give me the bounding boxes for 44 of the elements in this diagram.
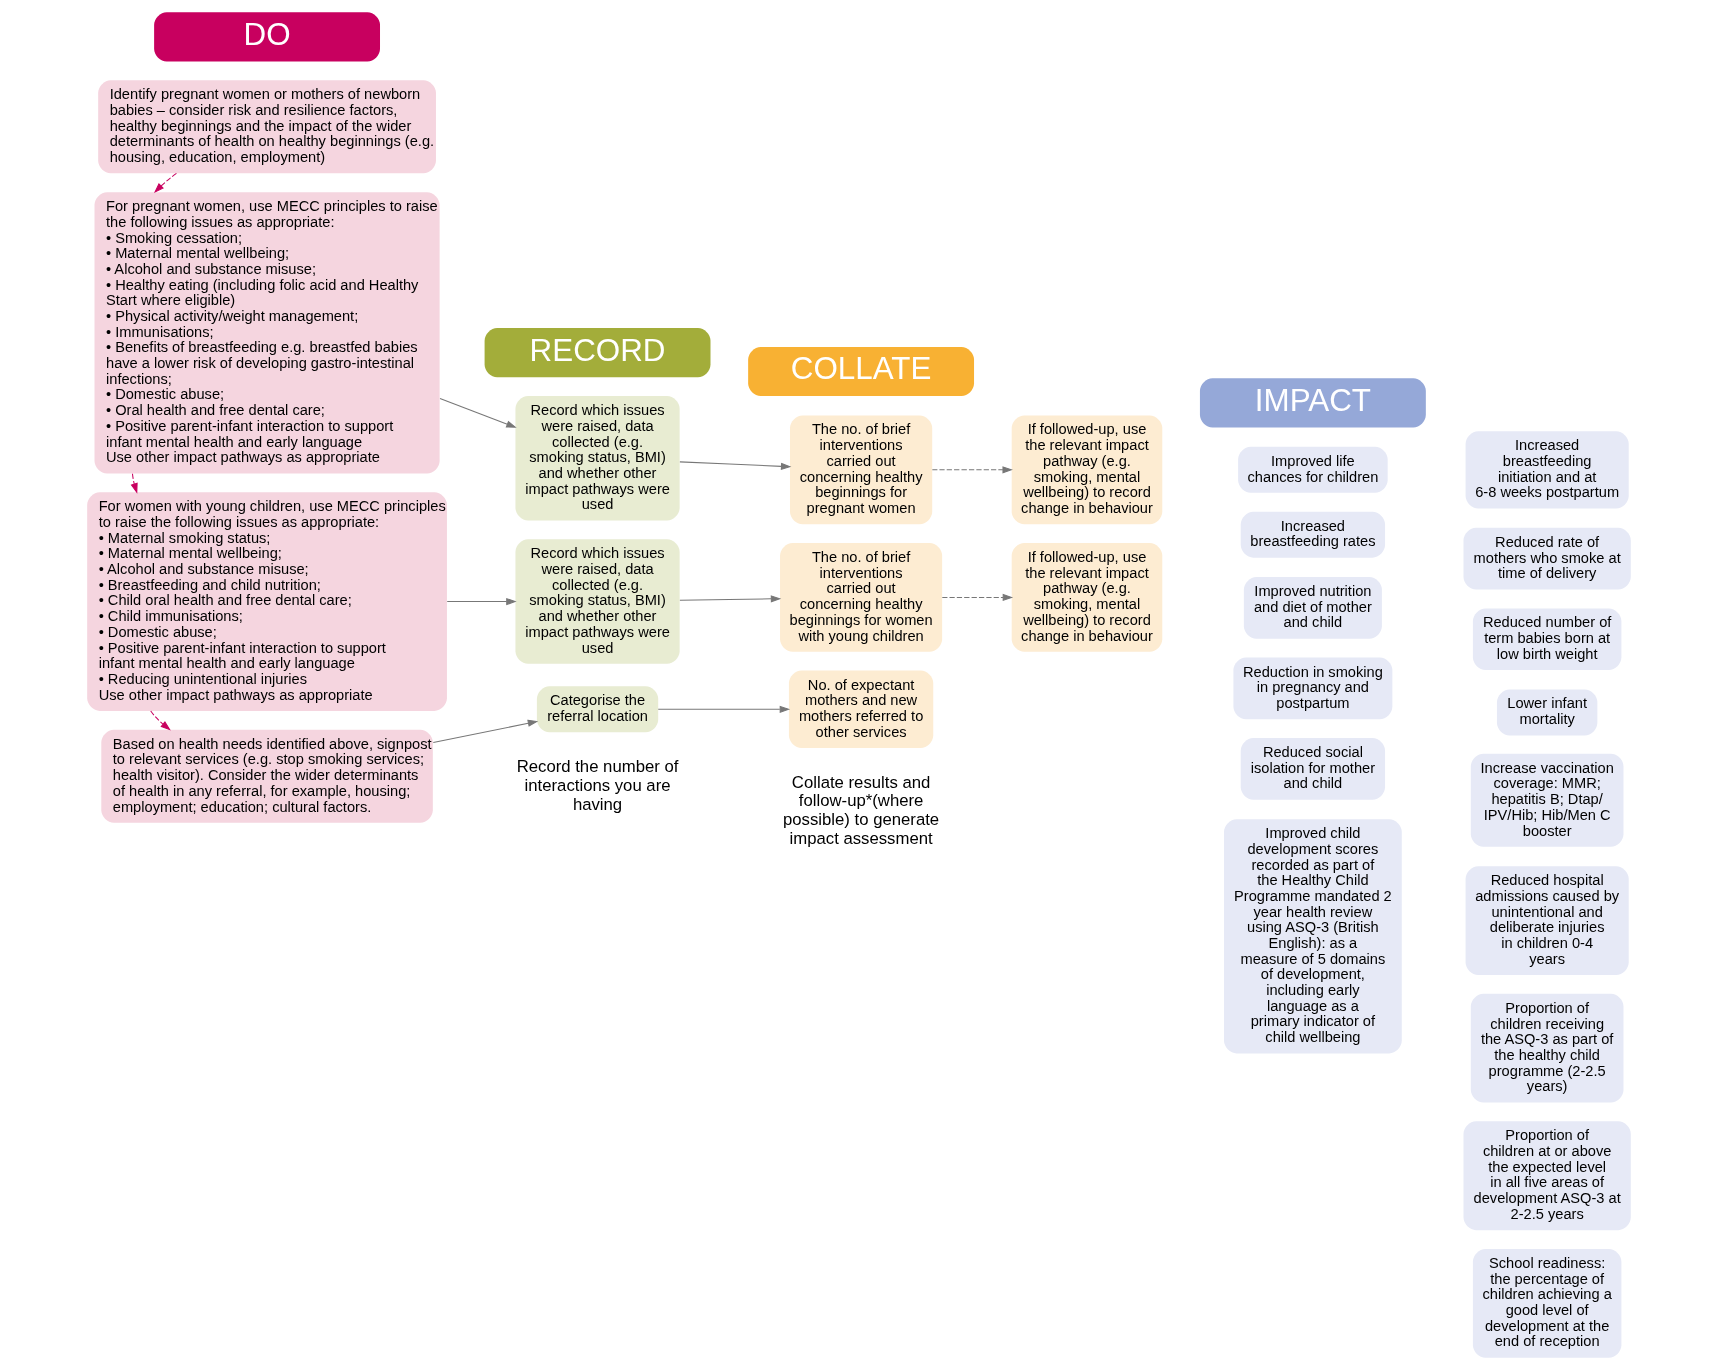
node-box: IMPACT <box>1199 378 1426 428</box>
node-box: Increased breastfeeding initiation and at 6-8 weeks postpartum <box>1465 431 1629 509</box>
node-box: For women with young children, use MECC principles to raise the following issues as appropriate: • Maternal smoking status; • Maternal mental wellbeing; • Alcohol and substance misuse; • Breastfeeding and child nutrition; • Child oral health and free dental care; • Child immunisations; • Domestic abuse; • Positive parent-infant interaction to support infant mental health and early language • Reducing unintentional injuries Use other impact pathways as appropriate <box>86 492 447 711</box>
arrow <box>678 595 781 603</box>
node-box: If followed-up, use the relevant impact pathway (e.g. smoking, mental wellbeing) to record change in behaviour <box>1011 543 1162 652</box>
node-box: Reduced hospital admissions caused by unintentional and deliberate injuries in children 0-4 years <box>1465 866 1629 975</box>
node-box: No. of expectant mothers and new mothers referred to other services <box>788 670 933 748</box>
node-box: Proportion of children receiving the ASQ-3 as part of the healthy child programme (2-2.5 years) <box>1470 993 1623 1103</box>
node-box: Lower infant mortality <box>1496 689 1597 736</box>
node-box: If followed-up, use the relevant impact pathway (e.g. smoking, mental wellbeing) to record change in behaviour <box>1011 415 1162 525</box>
node-box: DO <box>153 12 380 62</box>
node-box: Increased breastfeeding rates <box>1240 511 1385 558</box>
node-box: Increase vaccination coverage: MMR; hepatitis B; Dtap/ IPV/Hib; Hib/Men C booster <box>1470 753 1623 847</box>
node-box: RECORD <box>484 328 710 378</box>
arrow <box>149 710 171 731</box>
arrow <box>438 398 517 428</box>
arrow <box>432 719 538 744</box>
arrow <box>941 593 1013 602</box>
arrow <box>130 473 138 494</box>
node-box: Reduced number of term babies born at low birth weight <box>1472 608 1621 671</box>
node-box: COLLATE <box>747 346 974 397</box>
node-box: For pregnant women, use MECC principles to raise the following issues as appropriate: • Smoking cessation; • Maternal mental wellbeing; • Alcohol and substance misuse; • Healthy eating (including folic acid and Healthy Start where eligible) • Physical activity/weight management; • Immunisations; • Benefits of breastfeeding e.g. breastfed babies have a lower risk of developing gastro-intestinal infections; • Domestic abuse; • Oral health and free dental care; • Positive parent-infant interaction to support infant mental health and early language Use other impact pathways as appropriate <box>94 192 440 474</box>
node-box: Improved child development scores recorded as part of the Healthy Child Programme mandated 2 year health review using ASQ-3 (British English): as a measure of 5 domains of development, including early language as a primary indicator of child wellbeing <box>1223 819 1402 1054</box>
node-box: Based on health needs identified above, signpost to relevant services (e.g. stop smoking services; health visitor). Consider the wider determinants of health in any referral, for example, housing; employment; education; cultural factors. <box>100 729 433 823</box>
node-box: Reduced social isolation for mother and child <box>1240 738 1385 800</box>
node-box: Identify pregnant women or mothers of newborn babies – consider risk and resilience factors, healthy beginnings and the impact of the wider determinants of health on healthy beginnings (e.g. housing, education, employment) <box>97 80 436 174</box>
arrow <box>153 172 177 194</box>
node-box: School readiness: the percentage of children achieving a good level of development at the end of reception <box>1472 1248 1621 1358</box>
node-box: The no. of brief interventions carried out concerning healthy beginnings for women with young children <box>779 543 942 652</box>
arrow <box>446 597 517 606</box>
node-box: The no. of brief interventions carried out concerning healthy beginnings for pregnant women <box>789 415 932 525</box>
arrow <box>678 461 791 470</box>
node-box: Reduction in smoking in pregnancy and postpartum <box>1232 657 1392 720</box>
arrow <box>931 466 1013 474</box>
label: Collate results and follow-up*(where possible) to generate impact assessment <box>782 772 939 849</box>
node-box: Reduced rate of mothers who smoke at time of delivery <box>1463 527 1631 590</box>
node-box: Categorise the referral location <box>536 686 658 733</box>
node-box: Proportion of children at or above the expected level in all five areas of development ASQ-3 at 2-2.5 years <box>1463 1121 1631 1231</box>
arrow <box>657 705 790 713</box>
node-box: Record which issues were raised, data collected (e.g. smoking status, BMI) and whether other impact pathways were used <box>514 396 680 521</box>
node-box: Improved life chances for children <box>1237 446 1388 493</box>
label: Record the number of interactions you are having <box>516 756 678 814</box>
node-box: Record which issues were raised, data collected (e.g. smoking status, BMI) and whether other impact pathways were used <box>514 539 680 664</box>
node-box: Improved nutrition and diet of mother and child <box>1243 577 1382 639</box>
